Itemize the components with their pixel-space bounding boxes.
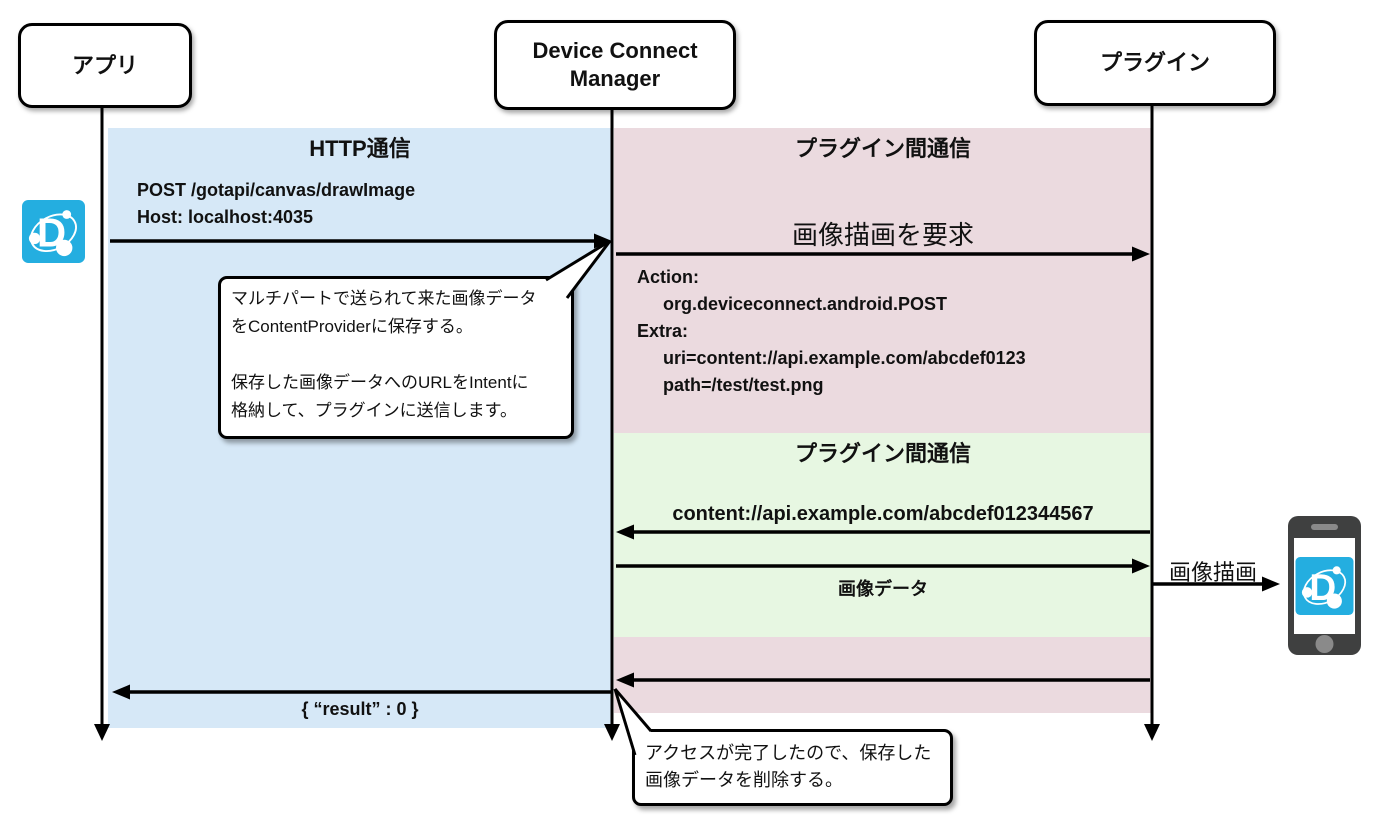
device-connect-logo-icon: D [22,200,85,263]
note-text: をContentProviderに保存する。 [231,317,473,336]
post-request-line1: POST /gotapi/canvas/drawImage [137,180,416,200]
intent-extra-uri: uri=content://api.example.com/abcdef0123 [663,348,1026,368]
save-note-bubble: マルチパートで送られて来た画像データ をContentProviderに保存する… [218,276,574,439]
plugin-comm-region-green [614,433,1152,637]
plugin-comm-upper-header: プラグイン間通信 [794,136,971,161]
intent-action-label: Action: [637,267,699,287]
note-text: 画像データを削除する。 [645,770,843,790]
intent-extra-path: path=/test/test.png [663,375,824,395]
draw-request-label: 画像描画を要求 [791,220,974,250]
image-data-label: 画像データ [838,579,928,599]
http-region-header: HTTP通信 [309,136,411,161]
note-text: アクセスが完了したので、保存した [645,743,932,763]
smartphone-icon: D [1288,516,1361,655]
actor-device-connect-manager: Device Connect Manager [494,20,736,110]
note-text: 保存した画像データへのURLをIntentに [231,373,529,392]
draw-image-label: 画像描画 [1168,560,1257,585]
note-text: 格納して、プラグインに送信します。 [231,401,517,420]
intent-detail-label: Action: org.deviceconnect.android.POST E… [637,264,1026,399]
intent-action-value: org.deviceconnect.android.POST [663,294,948,314]
plugin-comm-region-upper [614,128,1152,433]
smartphone-graphic: D [1288,516,1361,655]
result-label: { “result” : 0 } [301,699,419,719]
actor-dcm-label-line1: Device Connect [532,38,698,63]
delete-note-bubble: アクセスが完了したので、保存した 画像データを削除する。 [632,729,953,806]
plugin-comm-lower-header: プラグイン間通信 [794,441,971,466]
note-text: マルチパートで送られて来た画像データ [231,289,537,308]
actor-dcm-label-line2: Manager [569,66,661,91]
plugin-comm-region-lower [614,637,1152,713]
note-text [231,341,561,369]
actor-plugin-label: プラグイン [1099,50,1210,75]
intent-extra-label: Extra: [637,321,689,341]
device-connect-app-icon: D [22,200,85,263]
content-uri-label: content://api.example.com/abcdef01234456… [672,503,1094,525]
actor-app: アプリ [18,23,192,108]
actor-app-label: アプリ [71,52,138,78]
actor-plugin: プラグイン [1034,20,1276,106]
post-request-line2: Host: localhost:4035 [137,207,314,227]
post-request-label: POST /gotapi/canvas/drawImage Host: loca… [137,177,415,231]
